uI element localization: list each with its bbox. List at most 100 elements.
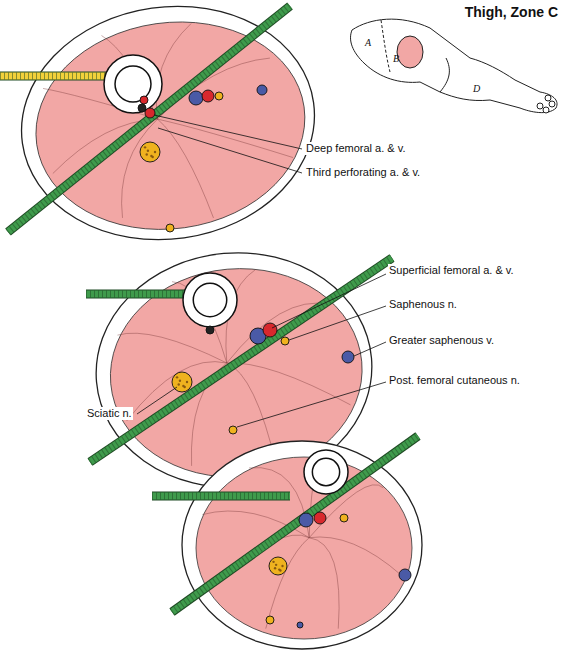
structure-label: Superficial femoral a. & v.	[388, 264, 515, 277]
leg-outline	[351, 19, 558, 112]
zone-letter: B	[392, 52, 400, 65]
leader-line	[137, 387, 177, 414]
leader-line	[289, 306, 386, 340]
nerve-fascicle	[144, 146, 146, 148]
nerve-fascicle	[281, 565, 283, 567]
muscle-septum	[158, 119, 214, 218]
nerve-fascicle	[182, 385, 184, 387]
nerve-fascicle	[272, 561, 274, 563]
leader-line	[237, 382, 386, 427]
pin-thread	[152, 493, 290, 500]
figure-title: Thigh, Zone C	[464, 4, 559, 20]
muscle-septum	[117, 333, 226, 363]
nerve-fascicle	[186, 381, 188, 383]
vessel	[138, 104, 146, 112]
vessel	[297, 622, 303, 628]
zone-letter: A	[364, 36, 372, 49]
nerve-fascicle	[274, 567, 276, 569]
skin-outline	[6, 0, 329, 258]
thigh-section	[152, 436, 422, 649]
muscle-septum	[127, 362, 227, 421]
femur-cortex	[183, 273, 237, 327]
nerve-fascicle	[178, 383, 180, 385]
nerve	[269, 557, 287, 575]
nerve-fascicle	[179, 380, 181, 382]
pin-thread	[0, 73, 118, 80]
medullary-canal	[193, 283, 226, 316]
leader-line	[272, 274, 386, 328]
femur-cortex	[304, 450, 348, 494]
pin-thread	[8, 6, 290, 232]
zone-letter: D	[472, 82, 481, 95]
nerve-fascicle	[150, 155, 152, 157]
toe	[537, 103, 543, 109]
vessel	[314, 512, 326, 524]
nerve-fascicle	[154, 151, 156, 153]
muscle-septum	[309, 538, 339, 629]
nerve-fascicle	[275, 564, 277, 566]
toe	[545, 95, 551, 101]
structure-label: Sciatic n.	[86, 407, 133, 420]
nerve	[166, 224, 174, 232]
medullary-canal	[312, 458, 339, 485]
leader-line	[158, 128, 302, 173]
vessel	[399, 569, 411, 581]
pin-thread	[90, 258, 392, 462]
vessel	[189, 91, 203, 105]
knee-line	[440, 58, 449, 92]
zone-boundary	[381, 20, 390, 72]
vessel	[257, 85, 267, 95]
vessel	[342, 351, 354, 363]
structure-label: Greater saphenous v.	[388, 334, 495, 347]
nerve	[215, 92, 223, 100]
skin-outline	[182, 441, 422, 649]
pin-outline	[172, 436, 418, 612]
nerve	[229, 426, 237, 434]
structure-label: Deep femoral a. & v.	[305, 142, 406, 155]
pin-outline	[8, 6, 290, 232]
pin-outline	[90, 258, 392, 462]
muscle-compartment	[22, 5, 318, 247]
vessel	[145, 108, 155, 118]
muscle-compartment	[196, 457, 412, 639]
pin-thread	[172, 436, 418, 612]
structure-label: Post. femoral cutaneous n.	[388, 374, 521, 387]
muscle-septum	[210, 535, 309, 590]
vessel	[206, 326, 214, 334]
muscle-septum	[158, 119, 293, 157]
nerve-fascicle	[278, 568, 280, 570]
transfixion-pin	[90, 258, 392, 462]
nerve-fascicle	[176, 376, 178, 378]
leg-inset	[351, 19, 558, 113]
vessel	[263, 323, 277, 337]
vessel	[202, 90, 214, 102]
transfixion-pin	[152, 493, 290, 500]
structure-label: Third perforating a. & v.	[305, 166, 421, 179]
transfixion-pin	[0, 73, 118, 80]
toe	[543, 107, 549, 113]
transfixion-pin	[8, 6, 290, 232]
muscle-septum	[309, 537, 401, 575]
nerve-fascicle	[147, 150, 149, 152]
muscle-septum	[266, 538, 309, 629]
vessel	[299, 513, 313, 527]
leader-line	[354, 342, 386, 356]
nerve	[340, 514, 348, 522]
transfixion-pin	[172, 436, 418, 612]
nerve	[172, 372, 192, 392]
femur-cortex	[104, 55, 162, 113]
pin-outline	[152, 492, 290, 501]
nerve-fascicle	[146, 153, 148, 155]
muscle-septum	[249, 467, 309, 537]
structure-label: Saphenous n.	[388, 298, 458, 311]
pin-outline	[0, 72, 118, 81]
zone-c-section	[397, 36, 423, 68]
thigh-section	[0, 0, 330, 258]
toe	[549, 101, 555, 107]
nerve	[281, 337, 289, 345]
nerve	[140, 142, 160, 162]
nerve	[266, 616, 274, 624]
leader-line	[154, 115, 302, 149]
vessel	[140, 96, 148, 104]
